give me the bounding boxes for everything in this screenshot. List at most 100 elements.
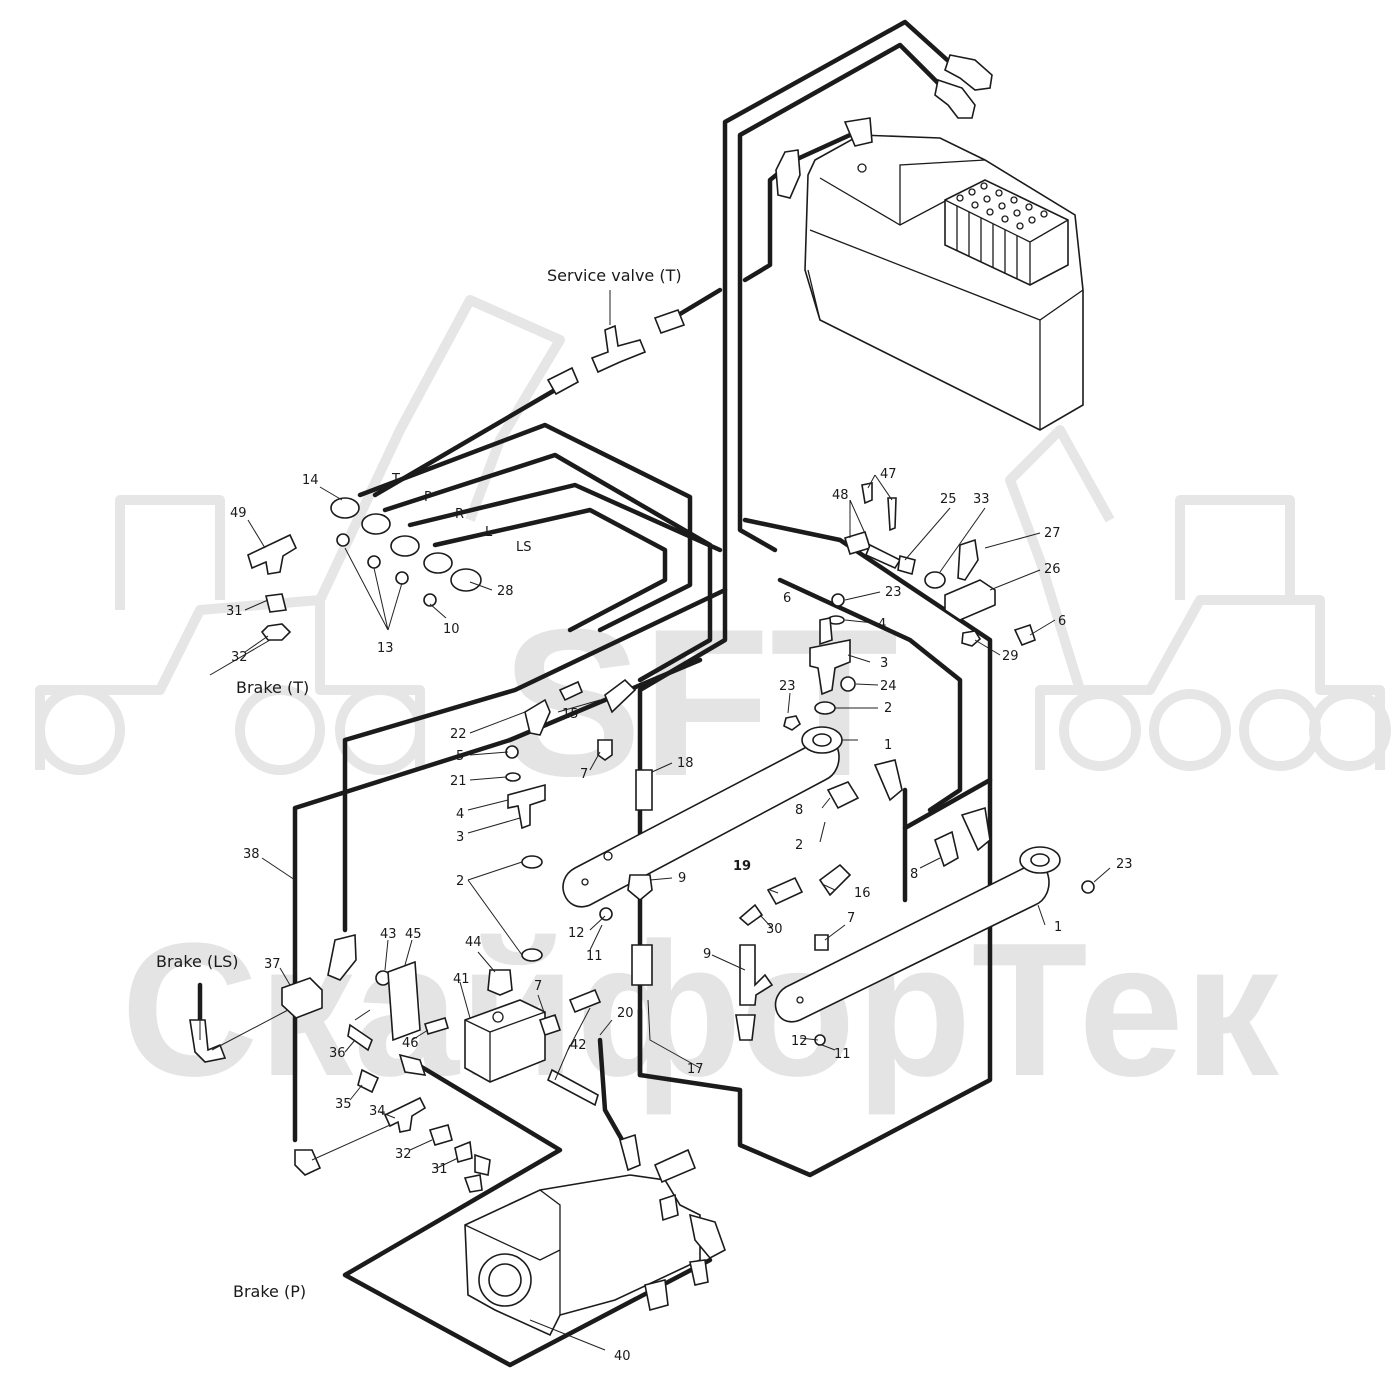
- callout-10: 10: [443, 622, 460, 637]
- callout-40: 40: [614, 1349, 631, 1364]
- pipes: [197, 19, 993, 1368]
- callout-4: 4: [456, 807, 464, 822]
- callout-11: 11: [586, 949, 603, 964]
- callout-2: 2: [884, 701, 892, 716]
- callout-23: 23: [1116, 857, 1133, 872]
- callout-9: 9: [678, 871, 686, 886]
- watermark-right-wheel-3: [1239, 689, 1321, 771]
- watermark-right-wheel-4: [1309, 689, 1391, 771]
- valve-block-41: [464, 999, 546, 1083]
- service-valve-tee: [590, 324, 647, 374]
- callout-15: 15: [562, 707, 579, 722]
- labels: Service valve (T) Brake (T) Brake (LS) B…: [156, 266, 682, 1301]
- callout-20: 20: [617, 1006, 634, 1021]
- tee-34: [383, 1096, 427, 1133]
- callout-7: 7: [847, 911, 855, 926]
- callout-3: 3: [880, 656, 888, 671]
- label-service-valve: Service valve (T): [547, 266, 682, 285]
- leader-lines: [199, 290, 1111, 1351]
- callout-41: 41: [453, 972, 470, 987]
- callout-13: 13: [377, 641, 394, 656]
- callout-26: 26: [1044, 562, 1061, 577]
- callout-7: 7: [580, 767, 588, 782]
- callout-5: 5: [456, 749, 464, 764]
- callout-47: 47: [880, 467, 897, 482]
- callout-2: 2: [795, 838, 803, 853]
- callout-45: 45: [405, 927, 422, 942]
- callout-25: 25: [940, 492, 957, 507]
- callout-21: 21: [450, 774, 467, 789]
- label-brake-t: Brake (T): [236, 678, 309, 697]
- label-line-p: P: [424, 490, 432, 505]
- callout-33: 33: [973, 492, 990, 507]
- callout-9: 9: [703, 947, 711, 962]
- callout-49: 49: [230, 506, 247, 521]
- callout-6: 6: [783, 591, 791, 606]
- callout-11: 11: [834, 1047, 851, 1062]
- callout-1: 1: [884, 738, 892, 753]
- callout-3: 3: [456, 830, 464, 845]
- label-line-r: R: [455, 507, 464, 522]
- callout-31: 31: [431, 1162, 448, 1177]
- callout-46: 46: [402, 1036, 419, 1051]
- callout-32: 32: [231, 650, 248, 665]
- watermark: SFT СкайфорТек: [35, 295, 1391, 1116]
- watermark-left-wheel-2: [235, 685, 325, 775]
- callout-24: 24: [880, 679, 897, 694]
- callout-48: 48: [832, 488, 849, 503]
- watermark-right-wheel-1: [1059, 689, 1141, 771]
- callout-2: 2: [456, 874, 464, 889]
- tee-49: [247, 533, 298, 575]
- callout-23: 23: [779, 679, 796, 694]
- plate-45: [387, 960, 421, 1042]
- callout-22: 22: [450, 727, 467, 742]
- callout-7: 7: [534, 979, 542, 994]
- callout-28: 28: [497, 584, 514, 599]
- label-line-l: L: [485, 525, 493, 540]
- service-valve-coupling-right: [653, 308, 686, 335]
- callout-30: 30: [766, 922, 783, 937]
- callout-44: 44: [465, 935, 482, 950]
- callout-32: 32: [395, 1147, 412, 1162]
- callout-27: 27: [1044, 526, 1061, 541]
- callout-43: 43: [380, 927, 397, 942]
- label-line-t: T: [391, 472, 400, 487]
- callout-42: 42: [570, 1038, 587, 1053]
- callout-12: 12: [568, 926, 585, 941]
- watermark-right-wheel-2: [1149, 689, 1231, 771]
- watermark-left-wheel-1: [35, 685, 125, 775]
- service-valve-coupling-left: [546, 366, 580, 396]
- callout-31: 31: [226, 604, 243, 619]
- callouts: 1 1 2 2 2 3 3 4 4 5 6 6 7 7 7 8 8 9 9 10…: [226, 467, 1133, 1364]
- callout-14: 14: [302, 473, 319, 488]
- callout-29: 29: [1002, 649, 1019, 664]
- hydraulic-tank: [804, 134, 1084, 431]
- block-26: [944, 579, 996, 621]
- callout-1: 1: [1054, 920, 1062, 935]
- block-37: [281, 977, 323, 1019]
- callout-34: 34: [369, 1104, 386, 1119]
- callout-36: 36: [329, 1046, 346, 1061]
- callout-37: 37: [264, 957, 281, 972]
- callout-17: 17: [687, 1062, 704, 1077]
- callout-23: 23: [885, 585, 902, 600]
- bracket-3-right: [809, 639, 851, 696]
- callout-8: 8: [910, 867, 918, 882]
- callout-8: 8: [795, 803, 803, 818]
- callout-19: 19: [733, 859, 751, 874]
- callout-4: 4: [878, 617, 886, 632]
- watermark-right-excavator: [1005, 425, 1385, 770]
- callout-38: 38: [243, 847, 260, 862]
- label-brake-ls: Brake (LS): [156, 952, 239, 971]
- watermark-left-wheel-3: [335, 685, 425, 775]
- callout-12: 12: [791, 1034, 808, 1049]
- callout-18: 18: [677, 756, 694, 771]
- label-brake-p: Brake (P): [233, 1282, 306, 1301]
- label-line-ls: LS: [516, 540, 532, 555]
- callout-16: 16: [854, 886, 871, 901]
- callout-6: 6: [1058, 614, 1066, 629]
- control-valve-bank: [944, 179, 1069, 286]
- callout-35: 35: [335, 1097, 352, 1112]
- components: [189, 54, 1095, 1337]
